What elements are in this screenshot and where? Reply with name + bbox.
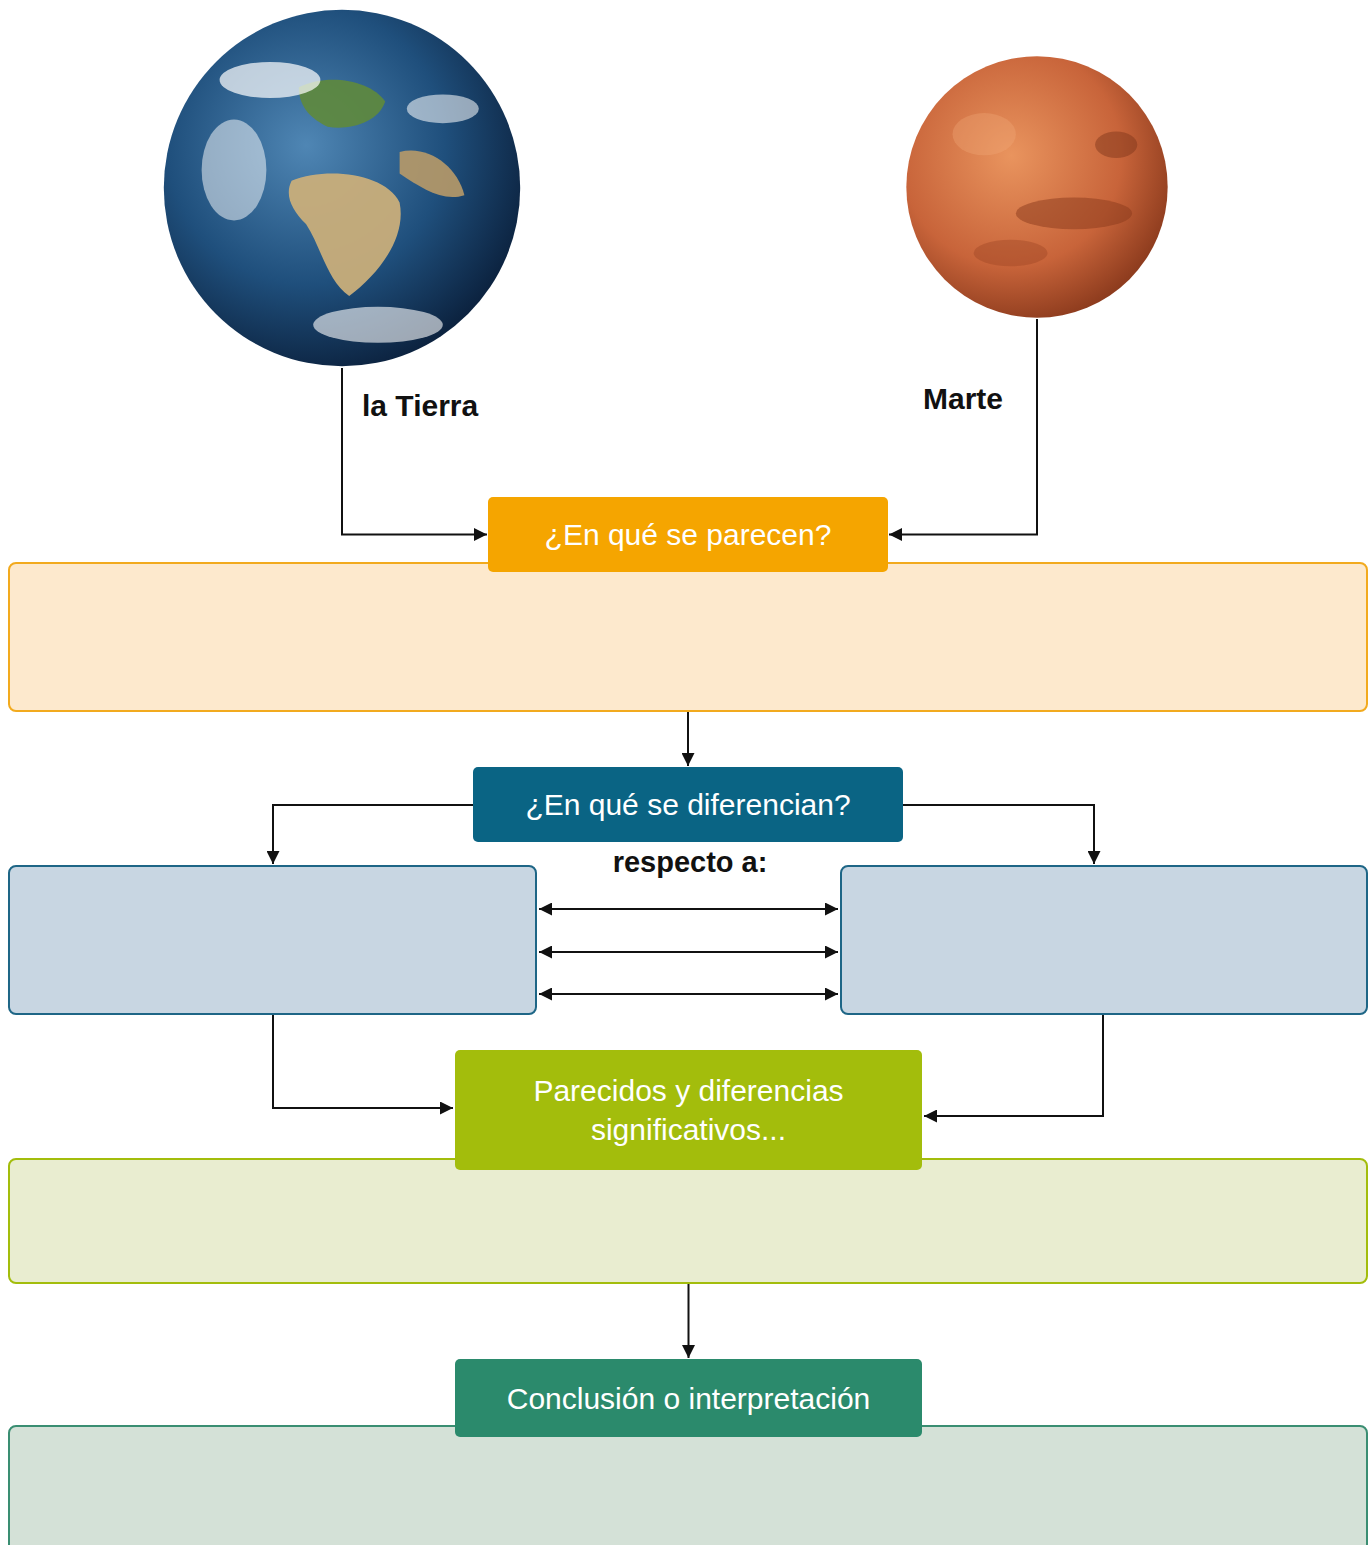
blank-panel xyxy=(841,866,1367,1014)
section-header: ¿En qué se parecen? xyxy=(488,497,888,572)
merge-line xyxy=(924,1015,1103,1116)
header-text: ¿En qué se diferencian? xyxy=(525,785,850,824)
section-group: ¿En qué se parecen? xyxy=(8,497,1368,712)
content-panel xyxy=(8,1425,1368,1545)
cloud xyxy=(313,307,443,343)
section-group: Parecidos y diferencias significativos..… xyxy=(8,1050,1368,1284)
section-header: Parecidos y diferencias significativos..… xyxy=(455,1050,922,1170)
dark-region xyxy=(974,240,1048,266)
planet-disc xyxy=(164,10,520,366)
connector xyxy=(889,319,1037,535)
content-panel xyxy=(8,562,1368,712)
connector xyxy=(342,368,487,535)
land xyxy=(400,151,465,198)
header-text-block: Parecidos y diferencias significativos..… xyxy=(475,1071,902,1149)
compare-arrow xyxy=(539,951,838,953)
light-region xyxy=(953,113,1016,155)
branch-line xyxy=(273,805,473,864)
header-text: ¿En qué se parecen? xyxy=(545,515,832,554)
cloud xyxy=(202,120,267,221)
header-text: Parecidos y diferencias significativos..… xyxy=(475,1071,902,1149)
dark-region xyxy=(1095,132,1137,158)
header-text-block: ¿En qué se parecen? xyxy=(545,515,832,554)
planet-disc xyxy=(906,56,1167,317)
connector xyxy=(688,1284,690,1358)
land xyxy=(289,174,401,296)
section-group: Conclusión o interpretación xyxy=(8,1359,1368,1545)
planet-label: Marte xyxy=(923,381,1003,417)
blank-panel xyxy=(9,866,536,1014)
dark-region xyxy=(1016,198,1132,230)
header-text-block: ¿En qué se diferencian? xyxy=(525,785,850,824)
compare-arrow xyxy=(539,908,838,910)
planet-node: la Tierra xyxy=(162,8,522,368)
connector xyxy=(687,712,689,766)
header-text-block: Conclusión o interpretación xyxy=(507,1379,871,1418)
planet-label: la Tierra xyxy=(362,388,478,424)
cloud xyxy=(220,62,321,98)
content-panel xyxy=(8,1158,1368,1284)
planet-node: Marte xyxy=(905,55,1169,319)
section-header: Conclusión o interpretación xyxy=(455,1359,922,1437)
cloud xyxy=(407,94,479,123)
merge-line xyxy=(273,1015,453,1108)
branch-line xyxy=(903,805,1094,864)
earth-illustration xyxy=(162,8,522,368)
compare-arrow xyxy=(539,993,838,995)
header-text: Conclusión o interpretación xyxy=(507,1379,871,1418)
mars-illustration xyxy=(905,55,1169,319)
note-label: respecto a: xyxy=(540,845,840,880)
header-box: ¿En qué se diferencian? xyxy=(473,767,903,842)
